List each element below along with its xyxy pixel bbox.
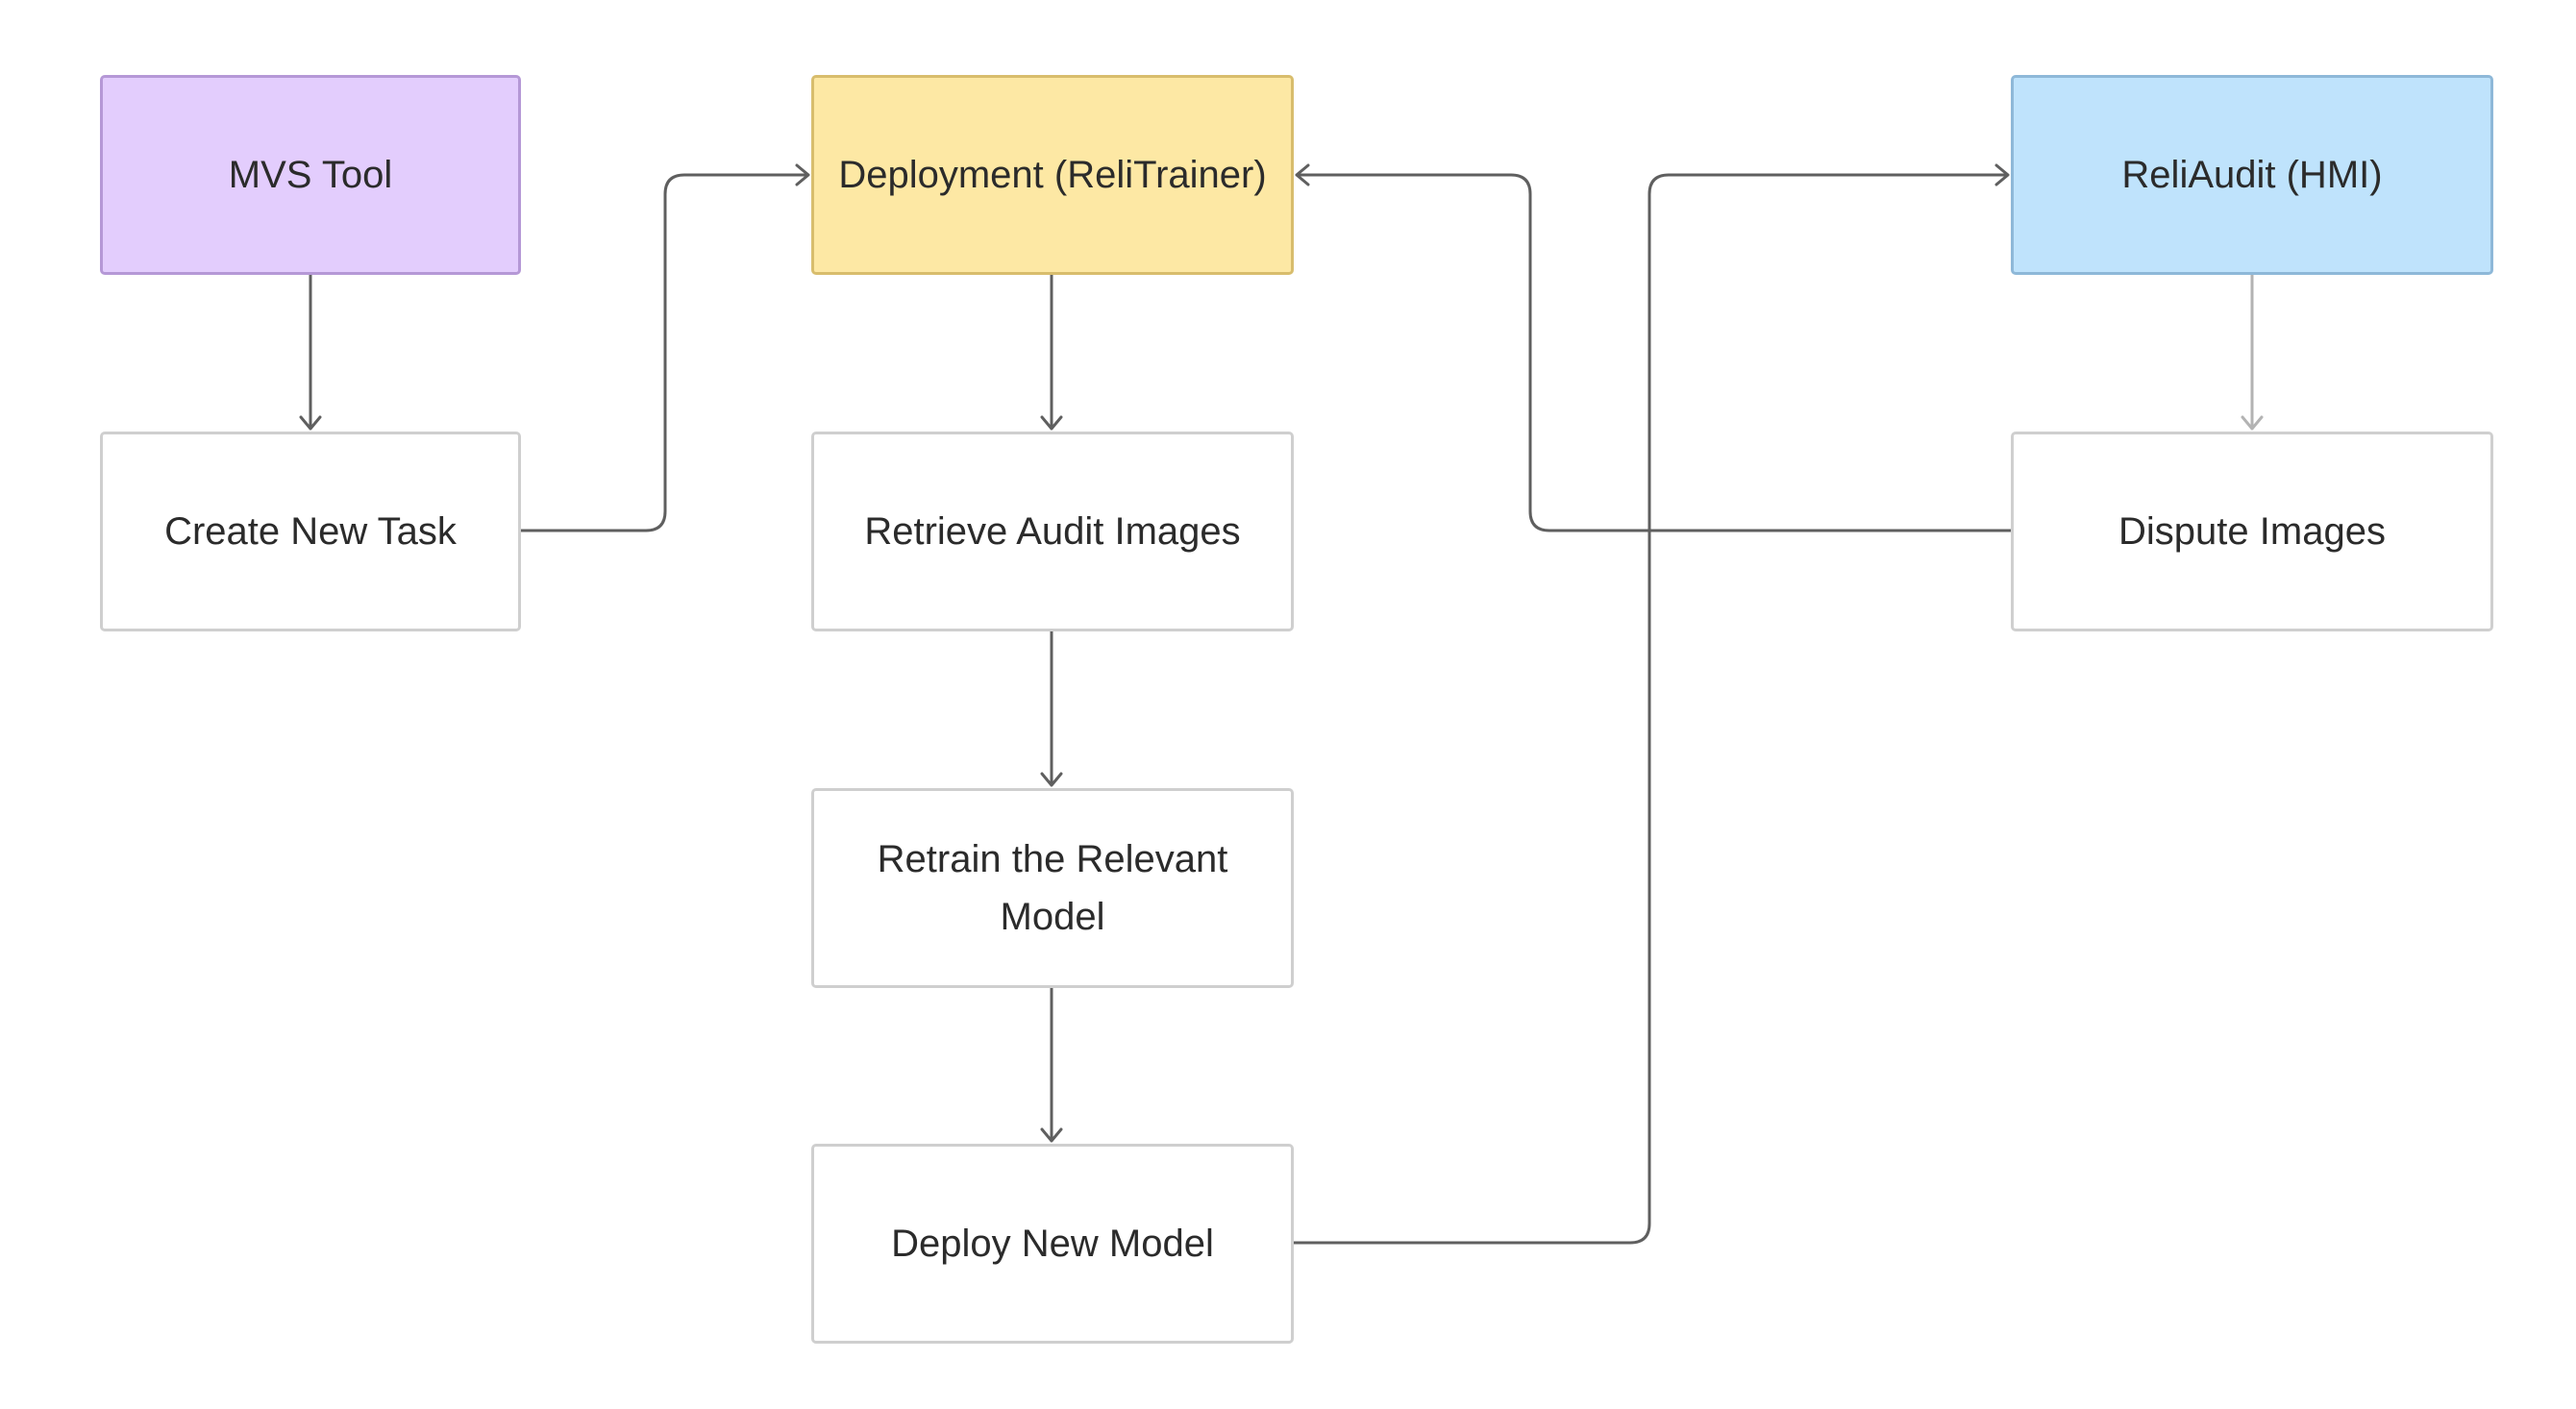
- edge-deploynew-to-reliaudit: [1294, 163, 2010, 1245]
- edge-reliaudit-to-dispute: [2241, 275, 2264, 431]
- edge-deployment-to-retrieve: [1040, 275, 1063, 431]
- node-create-new-task-label: Create New Task: [164, 510, 457, 553]
- edge-mvs-to-create: [299, 275, 322, 431]
- node-deploy-new-model[interactable]: Deploy New Model: [811, 1144, 1294, 1344]
- node-create-new-task[interactable]: Create New Task: [100, 432, 521, 631]
- node-reliaudit[interactable]: ReliAudit (HMI): [2011, 75, 2493, 275]
- edge-retrieve-to-retrain: [1040, 631, 1063, 787]
- edge-dispute-to-deployment: [1295, 163, 2011, 532]
- edge-create-to-deployment: [521, 163, 810, 532]
- node-deploy-new-model-label: Deploy New Model: [891, 1223, 1214, 1265]
- node-retrieve-audit-images[interactable]: Retrieve Audit Images: [811, 432, 1294, 631]
- node-mvs-tool-label: MVS Tool: [228, 154, 393, 196]
- node-retrain-model[interactable]: Retrain the Relevant Model: [811, 788, 1294, 988]
- node-retrain-model-label: Retrain the Relevant Model: [877, 838, 1228, 938]
- node-dispute-images[interactable]: Dispute Images: [2011, 432, 2493, 631]
- node-mvs-tool[interactable]: MVS Tool: [100, 75, 521, 275]
- node-reliaudit-label: ReliAudit (HMI): [2121, 154, 2383, 196]
- node-deployment[interactable]: Deployment (ReliTrainer): [811, 75, 1294, 275]
- node-retrieve-audit-images-label: Retrieve Audit Images: [864, 510, 1241, 553]
- node-dispute-images-label: Dispute Images: [2118, 510, 2386, 553]
- edge-retrain-to-deploynew: [1040, 988, 1063, 1143]
- node-deployment-label: Deployment (ReliTrainer): [838, 154, 1267, 196]
